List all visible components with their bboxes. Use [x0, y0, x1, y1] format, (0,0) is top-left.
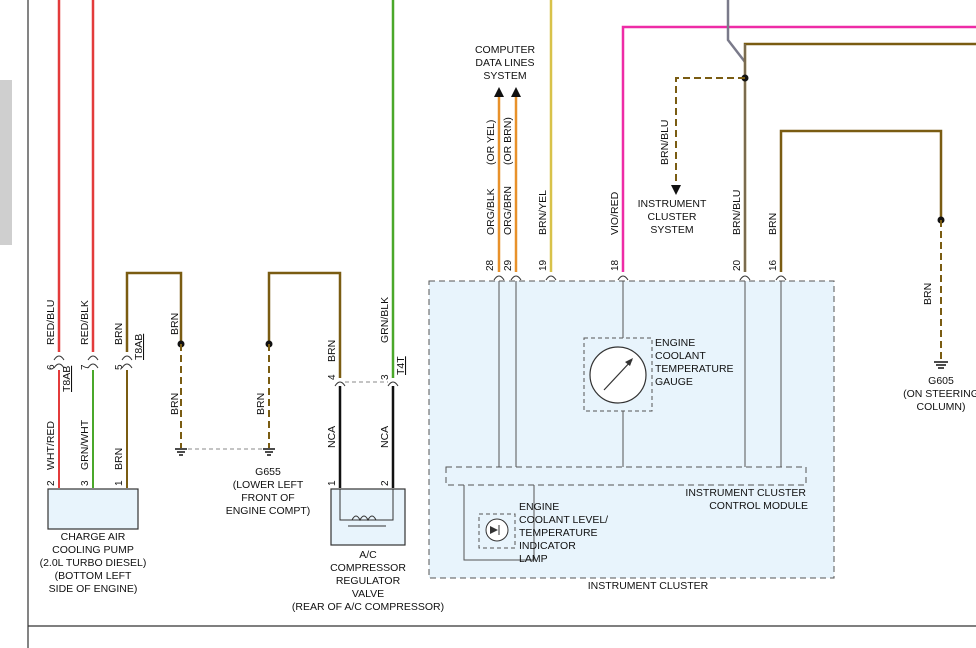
- wire-label-org-blk: ORG/BLK: [485, 188, 497, 235]
- wire-label-brn-yel: BRN/YEL: [537, 190, 549, 235]
- wire-label-grn-wht: GRN/WHT: [79, 419, 91, 470]
- label-computer-data-lines-3: SYSTEM: [483, 70, 526, 82]
- pin-6: 6: [46, 364, 57, 370]
- label-pump-3: (2.0L TURBO DIESEL): [40, 557, 147, 569]
- label-g605-2: (ON STEERING: [903, 388, 976, 400]
- wire-label-brn-16: BRN: [767, 213, 779, 235]
- label-lamp-2: COOLANT LEVEL/: [519, 514, 608, 526]
- wire-brn-ac-4: [267, 271, 342, 378]
- connector-t8ab: T8AB: [61, 366, 73, 392]
- label-coolant-gauge-4: GAUGE: [655, 376, 693, 388]
- pin-18: 18: [610, 259, 621, 271]
- label-instrument-cluster: INSTRUMENT CLUSTER: [588, 580, 709, 592]
- pin-ac-1: 1: [327, 480, 338, 486]
- connector-t4t: T4T: [395, 356, 407, 375]
- ac-connectors: [334, 381, 399, 387]
- wire-label-nca-2: NCA: [379, 426, 391, 448]
- label-coolant-gauge-1: ENGINE: [655, 337, 695, 349]
- label-instrument-cluster-system-2: CLUSTER: [647, 211, 696, 223]
- pin-20: 20: [732, 259, 743, 271]
- wire-label-brn-ac-4: BRN: [326, 340, 338, 362]
- charge-air-pump-box: [47, 488, 139, 530]
- label-pump-4: (BOTTOM LEFT: [55, 570, 132, 582]
- label-ac-valve-1: A/C: [359, 549, 377, 561]
- wire-label-brn-blu: BRN/BLU: [731, 189, 743, 235]
- label-control-module-1: INSTRUMENT CLUSTER: [685, 487, 806, 499]
- wire-label-or-yel: (OR YEL): [485, 120, 497, 165]
- pin-29: 29: [503, 259, 514, 271]
- label-pump-2: COOLING PUMP: [52, 544, 134, 556]
- pin-4: 4: [327, 374, 338, 380]
- wire-label-brn-pump-top: BRN: [113, 323, 125, 345]
- pin-16: 16: [768, 259, 779, 271]
- wire-label-brn-g605: BRN: [922, 283, 934, 305]
- label-g605-1: G605: [928, 375, 954, 387]
- cluster-pin-connectors: [493, 275, 787, 281]
- wire-label-brn-loop-a: BRN: [169, 313, 181, 335]
- label-ac-valve-4: VALVE: [352, 588, 384, 600]
- wire-brn-blu-dashed: [675, 77, 745, 185]
- wire-label-or-brn: (OR BRN): [502, 117, 514, 165]
- label-lamp-3: TEMPERATURE: [519, 527, 598, 539]
- pin-pump-3: 3: [80, 480, 91, 486]
- label-ac-valve-3: REGULATOR: [336, 575, 401, 587]
- wire-label-org-brn: ORG/BRN: [502, 186, 514, 235]
- wire-label-vio-red: VIO/RED: [609, 191, 621, 235]
- wire-label-brn-loop-a2: BRN: [169, 393, 181, 415]
- pin-3: 3: [380, 374, 391, 380]
- label-computer-data-lines-2: DATA LINES: [475, 57, 534, 69]
- cluster-internal-lines: [463, 281, 782, 561]
- pin-pump-1: 1: [114, 480, 125, 486]
- label-lamp-5: LAMP: [519, 553, 548, 565]
- wire-label-red-blu: RED/BLU: [45, 299, 57, 345]
- label-instrument-cluster-system-3: SYSTEM: [650, 224, 693, 236]
- label-ac-valve-2: COMPRESSOR: [330, 562, 406, 574]
- label-lamp-1: ENGINE: [519, 501, 559, 513]
- pin-pump-2: 2: [46, 480, 57, 486]
- label-coolant-gauge-3: TEMPERATURE: [655, 363, 734, 375]
- label-computer-data-lines-1: COMPUTER: [475, 44, 536, 56]
- wire-label-red-blk: RED/BLK: [79, 300, 91, 345]
- label-coolant-gauge-2: COOLANT: [655, 350, 706, 362]
- label-lamp-4: INDICATOR: [519, 540, 576, 552]
- label-g655-4: ENGINE COMPT): [226, 505, 311, 517]
- wire-label-nca-1: NCA: [326, 426, 338, 448]
- label-pump-1: CHARGE AIR: [61, 531, 126, 543]
- label-g605-3: COLUMN): [917, 401, 966, 413]
- pin-19: 19: [538, 259, 549, 271]
- label-g655-1: G655: [255, 466, 281, 478]
- label-ac-valve-5: (REAR OF A/C COMPRESSOR): [292, 601, 444, 613]
- scrollbar[interactable]: [0, 80, 12, 245]
- arrow-up-icon: [494, 87, 504, 97]
- wire-gray-top: [726, 0, 746, 63]
- wire-label-wht-red: WHT/RED: [45, 421, 57, 470]
- wire-brn-pump-top: [125, 271, 183, 352]
- ac-valve-box: [330, 488, 406, 546]
- ground-icon: [175, 448, 275, 456]
- label-g655-3: FRONT OF: [241, 492, 294, 504]
- pin-ac-2: 2: [380, 480, 391, 486]
- wire-label-brn-loop-b: BRN: [255, 393, 267, 415]
- label-instrument-cluster-system-1: INSTRUMENT: [638, 198, 707, 210]
- wire-label-brn-pump-bot: BRN: [113, 448, 125, 470]
- label-g655-2: (LOWER LEFT: [233, 479, 304, 491]
- connector-t8ab-2: T8AB: [133, 334, 145, 360]
- solenoid-coil-icon: [351, 515, 377, 522]
- wire-vio-red: [621, 25, 976, 272]
- wire-label-brn-blu-dashed: BRN/BLU: [659, 119, 671, 165]
- pin-7: 7: [80, 364, 91, 370]
- arrow-up-icon: [511, 87, 521, 97]
- wire-label-grn-blk: GRN/BLK: [379, 297, 391, 343]
- label-pump-5: SIDE OF ENGINE): [49, 583, 138, 595]
- pin-5: 5: [114, 364, 125, 370]
- left-connectors: [53, 355, 133, 369]
- arrow-down-icon: [671, 185, 681, 195]
- pin-28: 28: [485, 259, 496, 271]
- label-control-module-2: CONTROL MODULE: [709, 500, 808, 512]
- wire-brn-16: [779, 129, 943, 272]
- control-module-box: [445, 466, 807, 486]
